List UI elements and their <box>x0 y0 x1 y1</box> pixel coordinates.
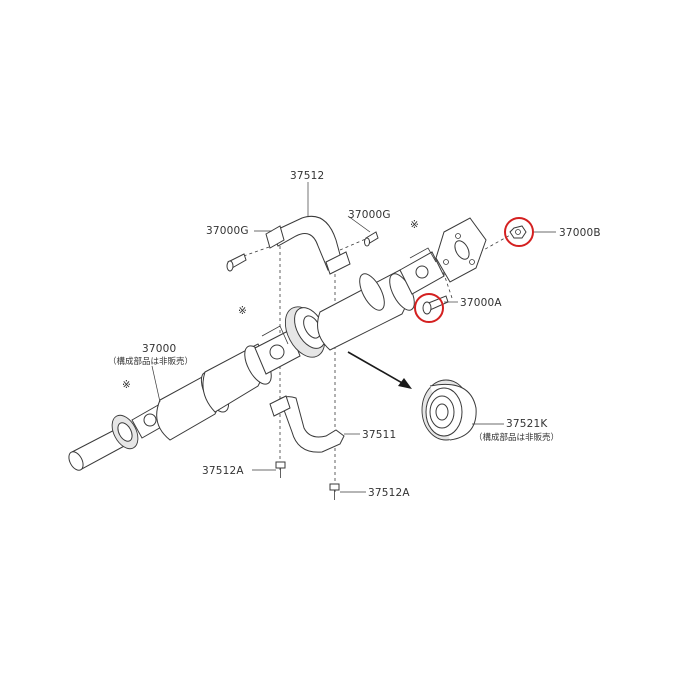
label-37512A-left: 37512A <box>202 465 244 477</box>
label-37512-top: 37512 <box>290 170 324 182</box>
note-37000: （構成部品は非販売） <box>108 356 193 367</box>
bolt-37000G-right <box>364 231 379 247</box>
highlight-37000A <box>414 293 444 323</box>
note-37521K: （構成部品は非販売） <box>474 432 559 443</box>
bracket-37512 <box>265 215 351 275</box>
label-37000G-right: 37000G <box>348 209 391 221</box>
highlight-circles <box>414 217 534 323</box>
propeller-shaft-37000 <box>68 217 487 471</box>
label-37521K: 37521K <box>506 418 548 430</box>
asterisk-mark-rear: ※ <box>410 219 419 231</box>
asterisk-mark-front: ※ <box>122 379 131 391</box>
asterisk-mark-center: ※ <box>238 305 247 317</box>
center-bearing-37521K <box>421 379 477 441</box>
label-37000G-left: 37000G <box>206 225 249 237</box>
label-37000A: 37000A <box>460 297 502 309</box>
bolt-37512A-left <box>275 461 286 478</box>
label-37000: 37000 <box>142 343 176 355</box>
bolt-37000A <box>422 295 449 315</box>
direction-arrow <box>347 351 412 389</box>
label-37511: 37511 <box>362 429 396 441</box>
bolt-37000G-left <box>226 253 247 272</box>
label-37512A-right: 37512A <box>368 487 410 499</box>
highlight-37000B <box>504 217 534 247</box>
bracket-37511 <box>269 395 345 453</box>
label-37000B: 37000B <box>559 227 601 239</box>
nut-37000B <box>509 225 527 239</box>
bolt-37512A-right <box>329 483 340 500</box>
leader-lines <box>151 182 556 493</box>
